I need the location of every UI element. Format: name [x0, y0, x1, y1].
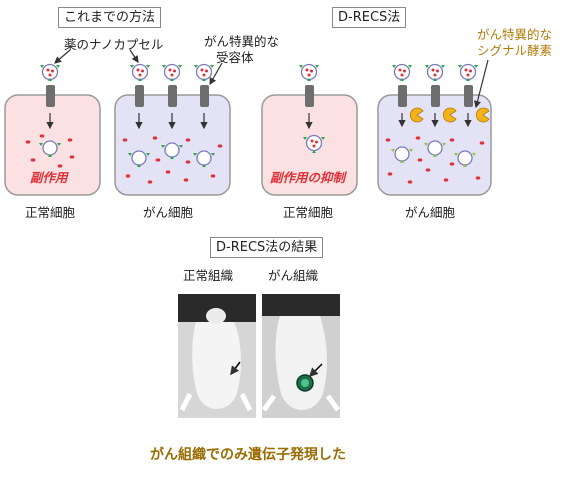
drecs-results-header: D-RECS法の結果	[210, 237, 324, 258]
normal-tissue-mouse-photo	[178, 294, 256, 418]
side-effect-suppressed-label: 副作用の抑制	[270, 170, 346, 185]
normal-tissue-label: 正常組織	[183, 268, 234, 283]
side-effect-label: 副作用	[30, 170, 68, 185]
receptor-label-line2: 受容体	[216, 50, 254, 65]
normal-cell-caption-1: 正常細胞	[25, 205, 76, 220]
enzyme-label-line2: シグナル酵素	[477, 43, 553, 58]
mouse-photo-icon	[262, 294, 340, 418]
conclusion-text: がん組織でのみ遺伝子発現した	[150, 447, 346, 463]
receptor-icon	[46, 85, 473, 107]
enzyme-label-line1: がん特異的な	[477, 27, 553, 42]
nanocapsule-icon	[40, 63, 478, 81]
nanocapsule-label: 薬のナノカプセル	[64, 37, 164, 52]
conventional-method-header: これまでの方法	[58, 7, 162, 28]
cancer-cell-caption-2: がん細胞	[405, 205, 456, 220]
signal-enzyme-icon	[409, 107, 490, 123]
drug-dots	[25, 134, 485, 184]
arrow-icon	[46, 49, 489, 130]
normal-cell-caption-2: 正常細胞	[283, 205, 334, 220]
drecs-method-header: D-RECS法	[332, 7, 407, 28]
cancer-cell-caption-1: がん細胞	[143, 205, 194, 220]
cancer-tissue-label: がん組織	[268, 268, 319, 283]
cancer-tissue-mouse-photo	[262, 294, 340, 418]
internal-capsules	[39, 134, 476, 167]
mouse-photo-icon	[178, 294, 256, 418]
receptor-label-line1: がん特異的な	[204, 34, 280, 49]
